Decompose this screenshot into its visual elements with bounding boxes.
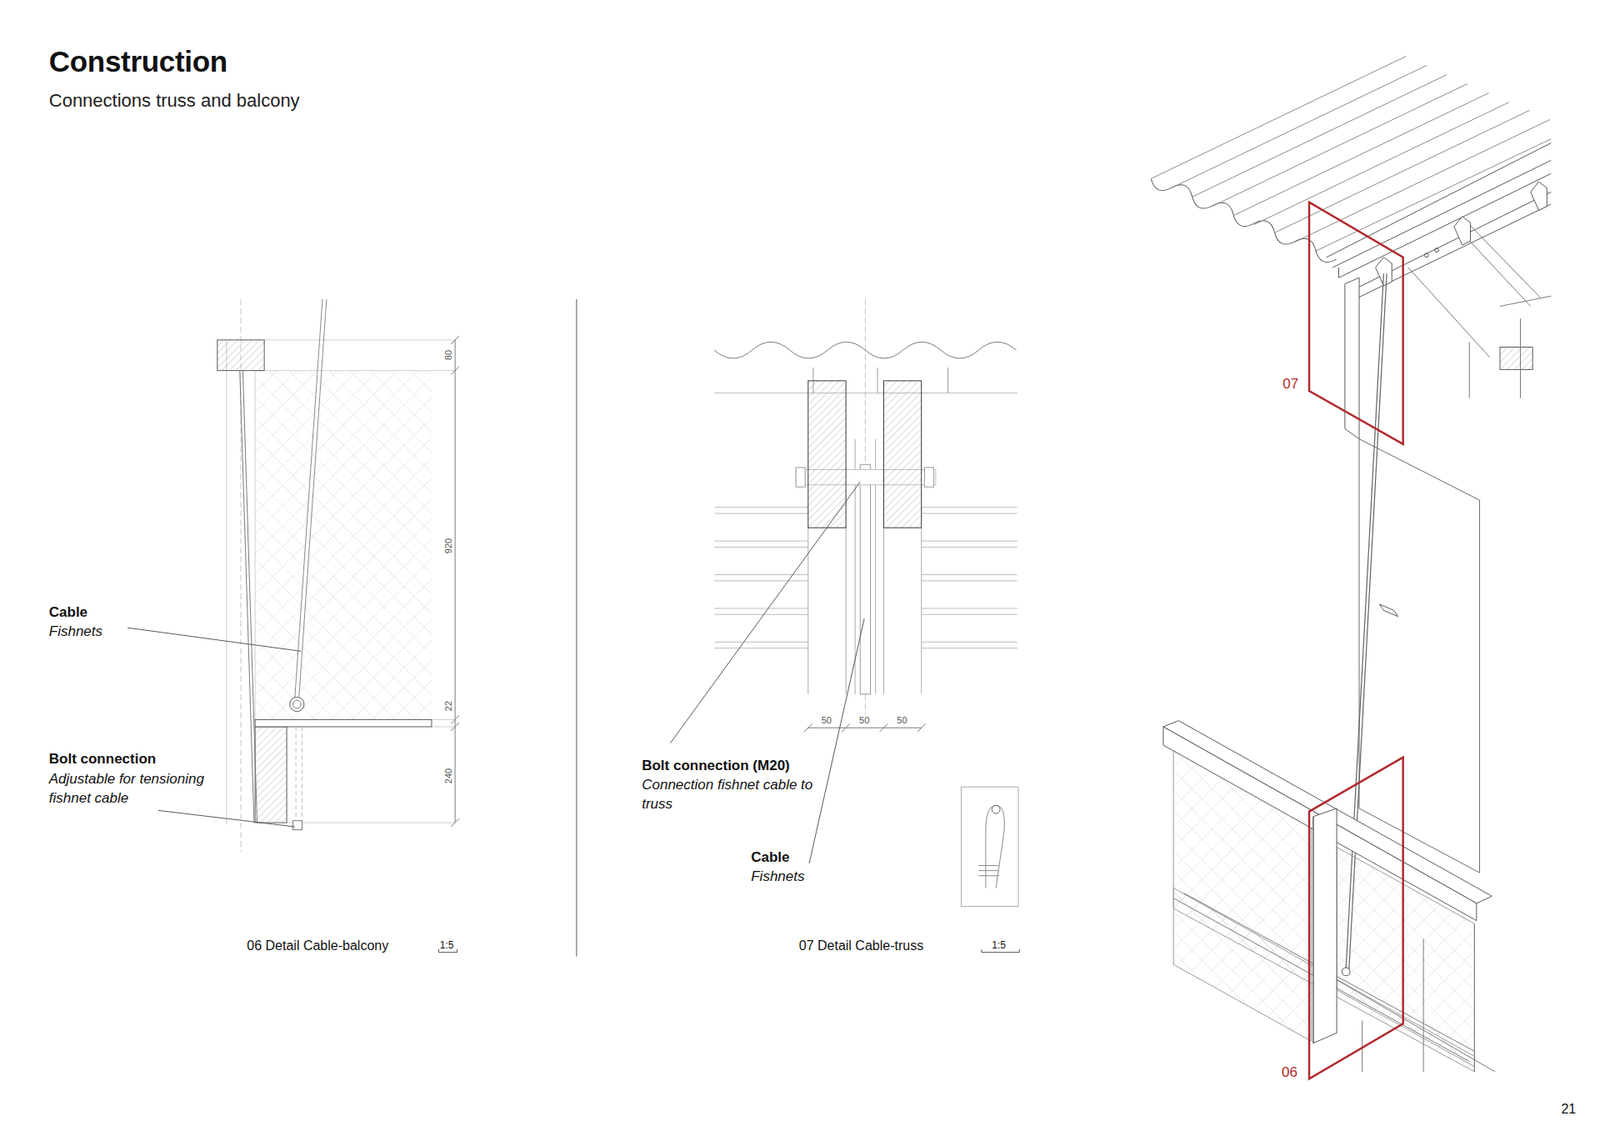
dimension: 920 bbox=[443, 536, 454, 555]
part-name: Cable bbox=[750, 847, 790, 867]
callout-frame bbox=[1309, 202, 1404, 445]
callout-number: 07 bbox=[1282, 375, 1299, 393]
dimension: 50 bbox=[821, 715, 832, 725]
detail-cable-truss bbox=[670, 299, 1020, 953]
dimension: 50 bbox=[859, 715, 870, 725]
page-title: Construction bbox=[49, 45, 228, 79]
dimension: 50 bbox=[896, 715, 907, 725]
dimension: 80 bbox=[443, 348, 454, 362]
detail-title: 06 Detail Cable-balcony bbox=[246, 937, 389, 954]
part-name: Cable bbox=[49, 602, 88, 622]
detail-title: 07 Detail Cable-truss bbox=[799, 937, 924, 954]
dimension: 22 bbox=[443, 699, 454, 713]
divider bbox=[575, 299, 577, 957]
dimension: 240 bbox=[443, 765, 454, 785]
page-number: 21 bbox=[1560, 1100, 1576, 1117]
leader-line bbox=[809, 618, 865, 864]
part-note: Connection fishnet cable to truss bbox=[641, 775, 821, 814]
part-name: Bolt connection (M20) bbox=[641, 755, 790, 775]
callout-frame bbox=[1309, 757, 1404, 1080]
axonometric-view bbox=[1148, 55, 1551, 1071]
part-note: Fishnets bbox=[750, 866, 805, 886]
scale: 1:5 bbox=[440, 939, 455, 951]
scale: 1:5 bbox=[991, 939, 1006, 951]
part-name: Bolt connection bbox=[49, 749, 156, 769]
part-note: Adjustable for tensioning fishnet cable bbox=[49, 769, 240, 808]
leader-line bbox=[158, 810, 295, 827]
part-note: Fishnets bbox=[49, 621, 103, 641]
detail-cable-balcony bbox=[127, 299, 460, 953]
leader-line bbox=[127, 627, 301, 651]
page-subtitle: Connections truss and balcony bbox=[49, 89, 300, 112]
leader-line bbox=[670, 481, 860, 743]
callout-number: 06 bbox=[1281, 1064, 1298, 1081]
